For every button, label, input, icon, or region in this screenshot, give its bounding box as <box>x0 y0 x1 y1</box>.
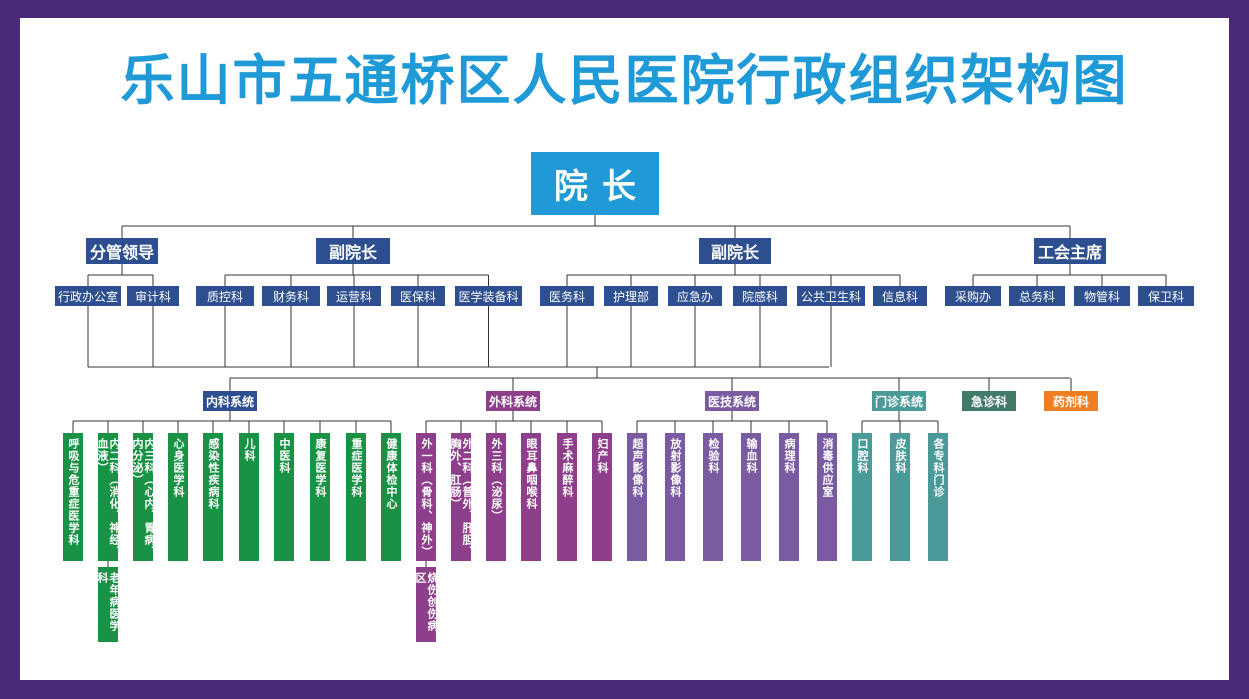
admin-unit: 总务科 <box>1009 286 1065 306</box>
admin-unit: 信息科 <box>873 286 927 306</box>
chart-frame <box>20 18 1229 680</box>
dept-column-label: 外三科（泌尿） <box>490 438 503 522</box>
dept-column: 眼耳鼻咽喉科 <box>521 433 541 561</box>
dept-column-label: 儿科 <box>243 438 256 462</box>
dept-column: 各专科门诊 <box>928 433 948 561</box>
dept-column-label: 心身医学科 <box>172 438 185 498</box>
dept-column: 重症医学科 <box>346 433 366 561</box>
admin-unit: 行政办公室 <box>55 286 121 306</box>
dept-column-label: 放射影像科 <box>669 438 682 498</box>
dept-column: 外一科（骨科、神外） <box>416 433 436 561</box>
dept-column-label: 输血科 <box>745 438 758 474</box>
admin-unit: 医学装备科 <box>455 286 522 306</box>
leader-node: 工会主席 <box>1034 238 1106 264</box>
dept-column-label: 超声影像科 <box>631 438 644 498</box>
dept-column-label: 口腔科 <box>856 438 869 474</box>
dept-column-label: 烧伤创伤病区 <box>414 572 439 632</box>
system-node: 药剂科 <box>1044 391 1098 411</box>
dept-column-label: 健康体检中心 <box>385 438 398 510</box>
leader-node: 副院长 <box>316 238 390 264</box>
system-node: 内科系统 <box>203 391 257 411</box>
dept-column-label: 外二科（普外、肝胆、胸外、肛肠） <box>449 438 474 558</box>
dept-column: 呼吸与危重症医学科 <box>63 433 83 561</box>
dept-column: 病理科 <box>779 433 799 561</box>
dept-column: 输血科 <box>741 433 761 561</box>
system-node: 门诊系统 <box>872 391 926 411</box>
admin-unit: 医务科 <box>540 286 594 306</box>
dept-column-label: 病理科 <box>783 438 796 474</box>
dept-column: 内三科（心内、胃病、内分泌） <box>131 433 156 561</box>
dept-column: 手术麻醉科 <box>557 433 577 561</box>
admin-unit: 物管科 <box>1074 286 1130 306</box>
dept-column: 消毒供应室 <box>817 433 837 561</box>
dept-column-label: 康复医学科 <box>314 438 327 498</box>
dept-column: 口腔科 <box>852 433 872 561</box>
dept-column: 放射影像科 <box>665 433 685 561</box>
admin-unit: 医保科 <box>391 286 445 306</box>
dept-column-label: 消毒供应室 <box>821 438 834 498</box>
dept-column: 老年病医学科 <box>96 567 121 642</box>
dept-column-label: 重症医学科 <box>350 438 363 498</box>
dept-column-label: 外一科（骨科、神外） <box>420 438 433 558</box>
admin-unit: 审计科 <box>127 286 179 306</box>
admin-unit: 应急办 <box>668 286 722 306</box>
dept-column: 外二科（普外、肝胆、胸外、肛肠） <box>449 433 474 561</box>
dept-column: 感染性疾病科 <box>203 433 223 561</box>
admin-unit: 院感科 <box>733 286 787 306</box>
dept-column: 检验科 <box>703 433 723 561</box>
dept-column: 外三科（泌尿） <box>486 433 506 561</box>
admin-unit: 保卫科 <box>1138 286 1194 306</box>
admin-unit: 财务科 <box>262 286 320 306</box>
dept-column: 妇产科 <box>592 433 612 561</box>
dept-column: 超声影像科 <box>627 433 647 561</box>
dept-column-label: 皮肤科 <box>894 438 907 474</box>
dept-column: 皮肤科 <box>890 433 910 561</box>
system-node: 外科系统 <box>486 391 540 411</box>
leader-node: 分管领导 <box>86 238 158 264</box>
admin-unit: 质控科 <box>196 286 254 306</box>
top-node: 院长 <box>531 152 659 215</box>
admin-unit: 公共卫生科 <box>797 286 865 306</box>
dept-column-label: 内二科（消化、神经、血液） <box>96 438 121 558</box>
admin-unit: 采购办 <box>945 286 1001 306</box>
dept-column-label: 呼吸与危重症医学科 <box>67 438 80 546</box>
dept-column: 烧伤创伤病区 <box>414 567 439 642</box>
admin-unit: 运营科 <box>327 286 381 306</box>
dept-column: 中医科 <box>274 433 294 561</box>
page-title: 乐山市五通桥区人民医院行政组织架构图 <box>120 49 1129 112</box>
leader-node: 副院长 <box>699 238 771 264</box>
admin-unit: 护理部 <box>604 286 658 306</box>
system-node: 医技系统 <box>705 391 759 411</box>
dept-column-label: 检验科 <box>707 438 720 474</box>
dept-column: 内二科（消化、神经、血液） <box>96 433 121 561</box>
system-node: 急诊科 <box>962 391 1016 411</box>
dept-column: 心身医学科 <box>168 433 188 561</box>
dept-column-label: 中医科 <box>278 438 291 474</box>
dept-column: 康复医学科 <box>310 433 330 561</box>
dept-column-label: 各专科门诊 <box>932 438 945 498</box>
dept-column-label: 内三科（心内、胃病、内分泌） <box>131 438 156 558</box>
dept-column-label: 妇产科 <box>596 438 609 474</box>
dept-column-label: 老年病医学科 <box>96 572 121 632</box>
dept-column-label: 眼耳鼻咽喉科 <box>525 438 538 510</box>
dept-column-label: 感染性疾病科 <box>207 438 220 510</box>
dept-column: 健康体检中心 <box>381 433 401 561</box>
dept-column: 儿科 <box>239 433 259 561</box>
dept-column-label: 手术麻醉科 <box>561 438 574 498</box>
